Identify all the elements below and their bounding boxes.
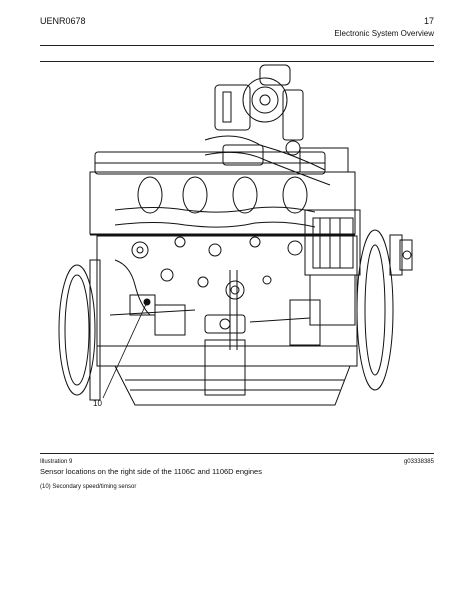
engine-illustration: 10 — [55, 60, 415, 445]
page-number: 17 — [423, 16, 434, 26]
illustration-label: Illustration 9 — [40, 459, 73, 465]
callout-number-10: 10 — [93, 399, 102, 408]
section-title: Electronic System Overview — [334, 29, 434, 38]
figure-caption: Sensor locations on the right side of th… — [40, 467, 262, 476]
turbocharger-drawing — [214, 64, 304, 156]
callout-description: (10) Secondary speed/timing sensor — [40, 484, 137, 490]
section-rule — [40, 61, 434, 62]
oil-pan-drawing — [96, 339, 358, 406]
document-id: UENR0678 — [40, 16, 86, 26]
front-pulley-drawing — [304, 209, 413, 391]
engine-block-drawing — [96, 235, 358, 350]
flywheel-drawing — [58, 259, 101, 401]
figure-rule — [40, 453, 434, 454]
exhaust-manifold-drawing — [114, 135, 331, 228]
cylinder-head-drawing — [89, 147, 356, 236]
speed-timing-sensor-marker — [143, 298, 151, 306]
illustration-id: g03338385 — [403, 459, 434, 465]
header-rule — [40, 45, 434, 46]
callout-leader-line — [102, 301, 148, 399]
